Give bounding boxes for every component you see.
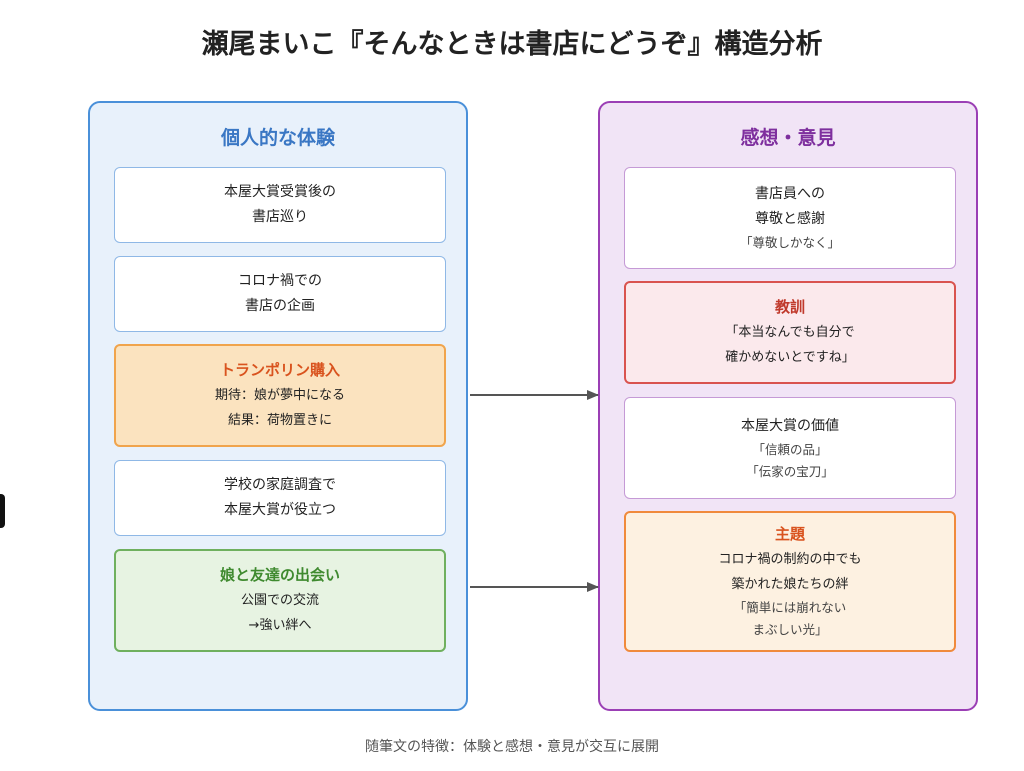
card-heading: 主題 bbox=[774, 525, 805, 543]
experience-card-bookstore-tour: 本屋大賞受賞後の 書店巡り bbox=[114, 167, 446, 243]
opinion-panel-heading: 感想・意見 bbox=[740, 127, 836, 149]
card-heading: 教訓 bbox=[774, 298, 805, 316]
card-quote: まぶしい光」 bbox=[752, 622, 828, 637]
card-text: 結果：荷物置きに bbox=[227, 413, 332, 428]
card-text: →強い絆へ bbox=[248, 618, 312, 633]
card-text: 学校の家庭調査で bbox=[224, 477, 336, 493]
opinion-panel: 感想・意見 書店員への 尊敬と感謝 「尊敬しかなく」 教訓 「本当なんでも自分で… bbox=[598, 101, 978, 711]
card-text: 書店の企画 bbox=[245, 298, 315, 314]
card-quote: 「伝家の宝刀」 bbox=[746, 463, 834, 479]
card-text: 期待：娘が夢中になる bbox=[214, 388, 345, 403]
card-heading: 娘と友達の出会い bbox=[219, 566, 340, 584]
card-text: 本屋大賞受賞後の bbox=[224, 184, 336, 200]
experience-card-friends-meeting: 娘と友達の出会い 公園での交流 →強い絆へ bbox=[114, 549, 446, 652]
experience-card-corona-event: コロナ禍での 書店の企画 bbox=[114, 256, 446, 332]
card-text: 築かれた娘たちの絆 bbox=[731, 577, 849, 592]
opinion-card-lesson: 教訓 「本当なんでも自分で 確かめないとですね」 bbox=[624, 281, 956, 384]
card-quote: 「尊敬しかなく」 bbox=[739, 235, 840, 250]
experience-panel: 個人的な体験 本屋大賞受賞後の 書店巡り コロナ禍での 書店の企画 トランポリン… bbox=[88, 101, 468, 711]
card-heading: トランポリン購入 bbox=[219, 361, 340, 379]
card-text: 本屋大賞の価値 bbox=[741, 417, 839, 434]
experience-card-school-survey: 学校の家庭調査で 本屋大賞が役立つ bbox=[114, 460, 446, 536]
card-text: 確かめないとですね」 bbox=[725, 350, 855, 365]
card-text: 書店巡り bbox=[252, 209, 308, 225]
card-text: コロナ禍の制約の中でも bbox=[718, 552, 862, 567]
card-text: コロナ禍での bbox=[238, 273, 322, 289]
card-text: 尊敬と感謝 bbox=[755, 211, 825, 227]
opinion-card-respect: 書店員への 尊敬と感謝 「尊敬しかなく」 bbox=[624, 167, 956, 269]
card-text: 公園での交流 bbox=[240, 593, 319, 608]
card-text: 本屋大賞が役立つ bbox=[224, 502, 336, 518]
card-text: 「本当なんでも自分で bbox=[725, 325, 855, 340]
experience-panel-heading: 個人的な体験 bbox=[220, 127, 335, 149]
card-text: 書店員への bbox=[755, 186, 825, 202]
card-quote: 「信頼の品」 bbox=[752, 441, 828, 457]
footer-note: 随筆文の特徴：体験と感想・意見が交互に展開 bbox=[365, 739, 659, 755]
experience-card-trampoline: トランポリン購入 期待：娘が夢中になる 結果：荷物置きに bbox=[114, 344, 446, 447]
opinion-card-award-value: 本屋大賞の価値 「信頼の品」 「伝家の宝刀」 bbox=[624, 397, 956, 499]
diagram-title: 瀬尾まいこ『そんなときは書店にどうぞ』構造分析 bbox=[201, 29, 823, 60]
card-quote: 「簡単には崩れない bbox=[733, 600, 847, 615]
side-handle[interactable] bbox=[0, 494, 5, 528]
opinion-card-theme: 主題 コロナ禍の制約の中でも 築かれた娘たちの絆 「簡単には崩れない まぶしい光… bbox=[624, 511, 956, 652]
